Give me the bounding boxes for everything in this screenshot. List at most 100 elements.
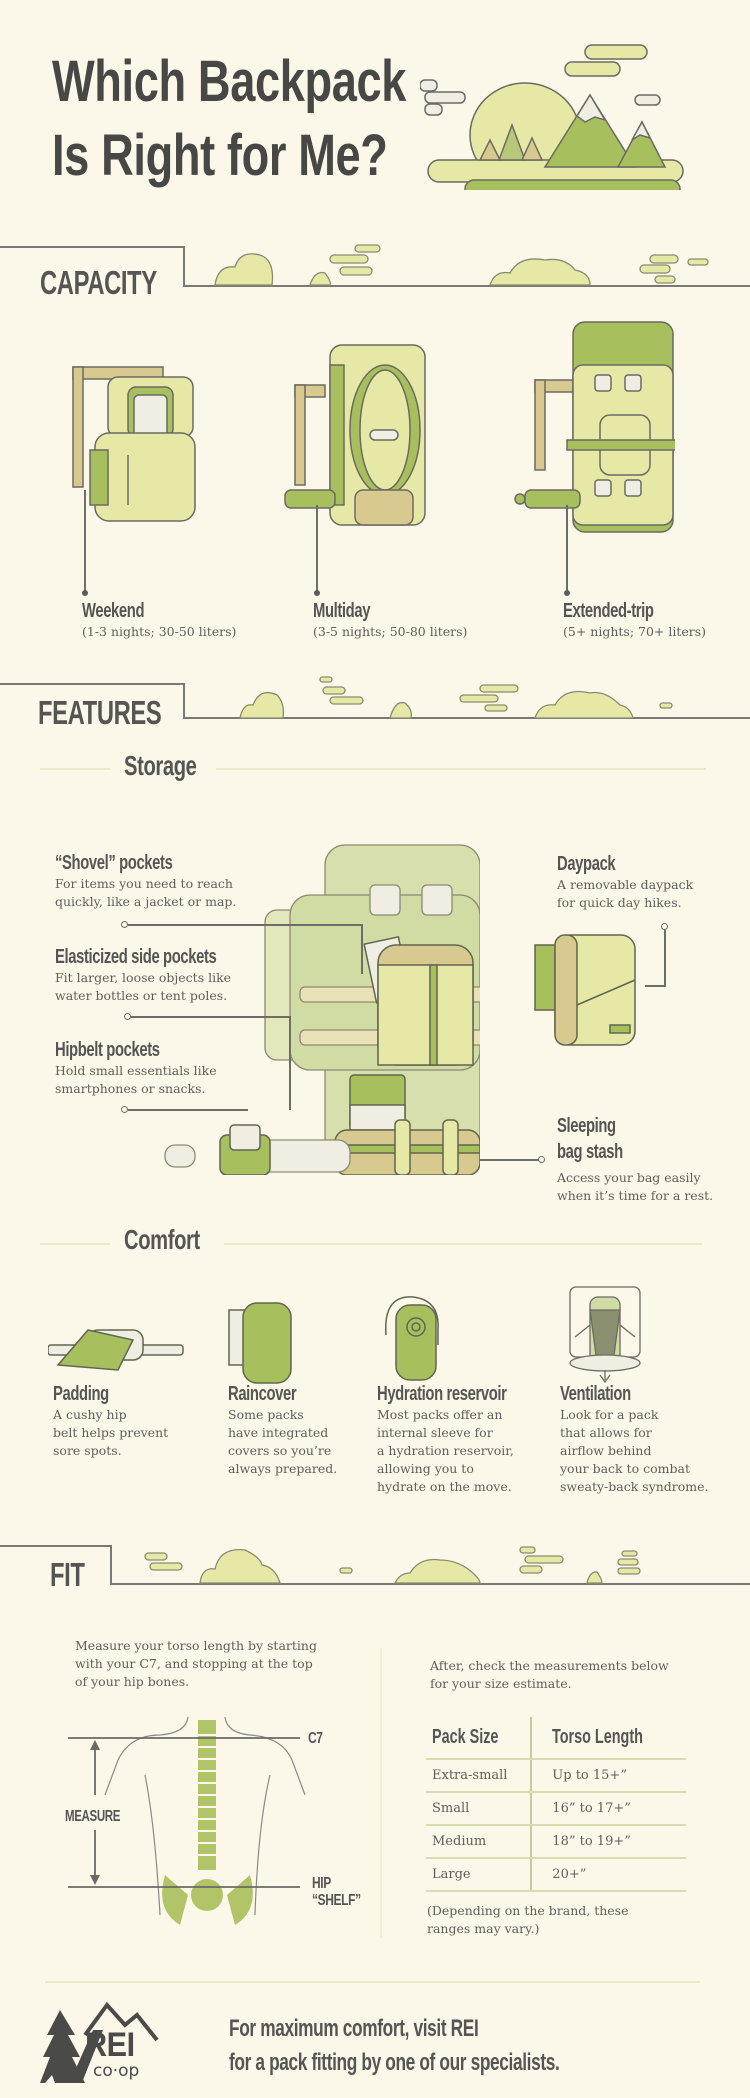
- note-line: ranges may vary.): [427, 1921, 540, 1936]
- bushes-clouds-icon: [144, 1546, 641, 1584]
- fit-header-rule: [0, 1545, 112, 1547]
- features-heading: FEATURES: [38, 694, 162, 731]
- page-title: Which Backpack Is Right for Me?: [52, 45, 406, 193]
- measure-label: MEASURE: [65, 1808, 121, 1825]
- table-row: Extra-small Up to 15+”: [426, 1759, 686, 1793]
- extended-leader-line: [566, 505, 568, 592]
- feature-desc: quickly, like a jacket or map.: [55, 894, 237, 909]
- pack-name: Multiday: [313, 600, 371, 622]
- weekend-leader-dot: [82, 590, 88, 596]
- fit-rule-step: [110, 1545, 112, 1585]
- pack-name: Extended-trip: [563, 600, 654, 622]
- pack-name: Weekend: [82, 600, 145, 622]
- hip-shelf-label: HIP “SHELF”: [312, 1873, 377, 1909]
- instruction-line: Measure your torso length by starting: [75, 1638, 317, 1653]
- storage-rule-right: [216, 768, 706, 770]
- features-header-rule: [0, 683, 185, 685]
- feature-desc: sweaty-back syndrome.: [560, 1479, 709, 1494]
- capacity-weekend: Weekend (1-3 nights; 30-50 liters): [82, 600, 236, 639]
- feature-name: Hipbelt pockets: [55, 1039, 160, 1061]
- sleeping-bag-leader-line: [480, 1159, 540, 1161]
- feature-desc: that allows for: [560, 1425, 652, 1440]
- pack-desc: (5+ nights; 70+ liters): [563, 624, 707, 639]
- pack-desc: (3-5 nights; 50-80 liters): [313, 624, 468, 639]
- pack-size-cell: Small: [426, 1792, 533, 1826]
- feature-desc: internal sleeve for: [377, 1425, 493, 1440]
- instruction-line: with your C7, and stopping at the top: [75, 1656, 313, 1671]
- col-header-pack-size: Pack Size: [426, 1717, 533, 1760]
- capacity-rule-base: [183, 285, 750, 287]
- side-pocket-leader-line-v: [289, 1016, 291, 1110]
- hipbelt-leader-line: [128, 1109, 248, 1111]
- feature-desc: for quick day hikes.: [557, 895, 682, 910]
- rei-mountain-tree-icon: [40, 2001, 159, 2083]
- rei-logo[interactable]: REI co·op: [35, 2000, 165, 2085]
- feature-desc: Access your bag easily: [557, 1170, 701, 1185]
- capacity-heading: CAPACITY: [40, 264, 157, 301]
- table-row: Small 16” to 17+”: [426, 1792, 686, 1826]
- feature-desc: Fit larger, loose objects like: [55, 970, 232, 985]
- feature-name: Elasticized side pockets: [55, 946, 217, 968]
- daypack-icon: [534, 934, 636, 1046]
- pack-desc: (1-3 nights; 30-50 liters): [82, 624, 237, 639]
- feature-desc: your back to combat: [560, 1461, 690, 1476]
- feature-desc: Look for a pack: [560, 1407, 659, 1422]
- feature-desc: when it’s time for a rest.: [557, 1188, 714, 1203]
- comfort-padding: Padding A cushy hip belt helps prevent s…: [53, 1383, 168, 1460]
- storage-backpack-icon: [164, 844, 480, 1175]
- multiday-backpack-icon: [284, 344, 426, 526]
- raincover-icon: [228, 1302, 292, 1384]
- daypack-leader-line-v: [664, 930, 666, 986]
- shovel-leader-line-v: [361, 924, 363, 974]
- hip-label: HIP: [312, 1875, 331, 1892]
- storage-heading: Storage: [124, 750, 197, 781]
- feature-desc: always prepared.: [228, 1461, 338, 1476]
- weekend-backpack-icon: [72, 366, 196, 522]
- torso-length-cell: 20+”: [531, 1858, 686, 1892]
- capacity-multiday: Multiday (3-5 nights; 50-80 liters): [313, 600, 467, 639]
- header-text: Pack Size: [432, 1726, 499, 1748]
- feature-desc: a hydration reservoir,: [377, 1443, 514, 1458]
- footer-cta: For maximum comfort, visit REI for a pac…: [229, 2012, 688, 2080]
- feature-name: Padding: [53, 1383, 109, 1405]
- comfort-heading: Comfort: [124, 1224, 200, 1255]
- feature-desc: hydrate on the move.: [377, 1479, 512, 1494]
- extended-leader-dot: [564, 590, 570, 596]
- note-line: (Depending on the brand, these: [427, 1903, 629, 1918]
- size-table: Pack Size Torso Length Extra-small Up to…: [426, 1717, 686, 1892]
- feature-desc: For items you need to reach: [55, 876, 233, 891]
- comfort-rule-left: [40, 1243, 110, 1245]
- daypack-leader-line: [645, 985, 666, 987]
- header-text: Torso Length: [552, 1726, 644, 1748]
- torso-length-cell: Up to 15+”: [531, 1759, 686, 1793]
- shovel-leader-dot: [121, 921, 128, 928]
- comfort-ventilation: Ventilation Look for a pack that allows …: [560, 1383, 709, 1496]
- hipbelt-leader-dot: [121, 1106, 128, 1113]
- check-line: After, check the measurements below: [430, 1658, 669, 1673]
- feature-desc: A cushy hip: [53, 1407, 127, 1422]
- mountain-landscape-icon: [420, 44, 684, 190]
- fit-rule-base: [110, 1583, 750, 1585]
- feature-desc: Most packs offer an: [377, 1407, 503, 1422]
- shelf-label: “SHELF”: [312, 1892, 361, 1909]
- capacity-header-rule: [0, 246, 185, 248]
- feature-desc: have integrated: [228, 1425, 329, 1440]
- feature-desc: sore spots.: [53, 1443, 122, 1458]
- title-line-1: Which Backpack: [52, 49, 407, 114]
- fit-column-divider: [380, 1648, 382, 1938]
- torso-length-cell: 18” to 19+”: [531, 1825, 686, 1859]
- cta-line-1: For maximum comfort, visit REI: [229, 2015, 479, 2042]
- weekend-leader-line: [84, 490, 86, 592]
- sleeping-bag-leader-dot: [538, 1156, 545, 1163]
- logo-text: REI: [85, 2026, 135, 2064]
- fit-instructions: Measure your torso length by starting wi…: [75, 1637, 317, 1691]
- footer-divider: [45, 1981, 700, 1983]
- check-line: for your size estimate.: [430, 1676, 572, 1691]
- table-header-row: Pack Size Torso Length: [426, 1717, 686, 1760]
- bushes-clouds-icon: [239, 676, 673, 719]
- ventilation-icon: [569, 1286, 641, 1384]
- comfort-hydration-reservoir: Hydration reservoir Most packs offer an …: [377, 1383, 552, 1496]
- feature-name: Ventilation: [560, 1383, 631, 1405]
- daypack-leader-dot: [661, 923, 668, 930]
- feature-name: Hydration reservoir: [377, 1383, 507, 1405]
